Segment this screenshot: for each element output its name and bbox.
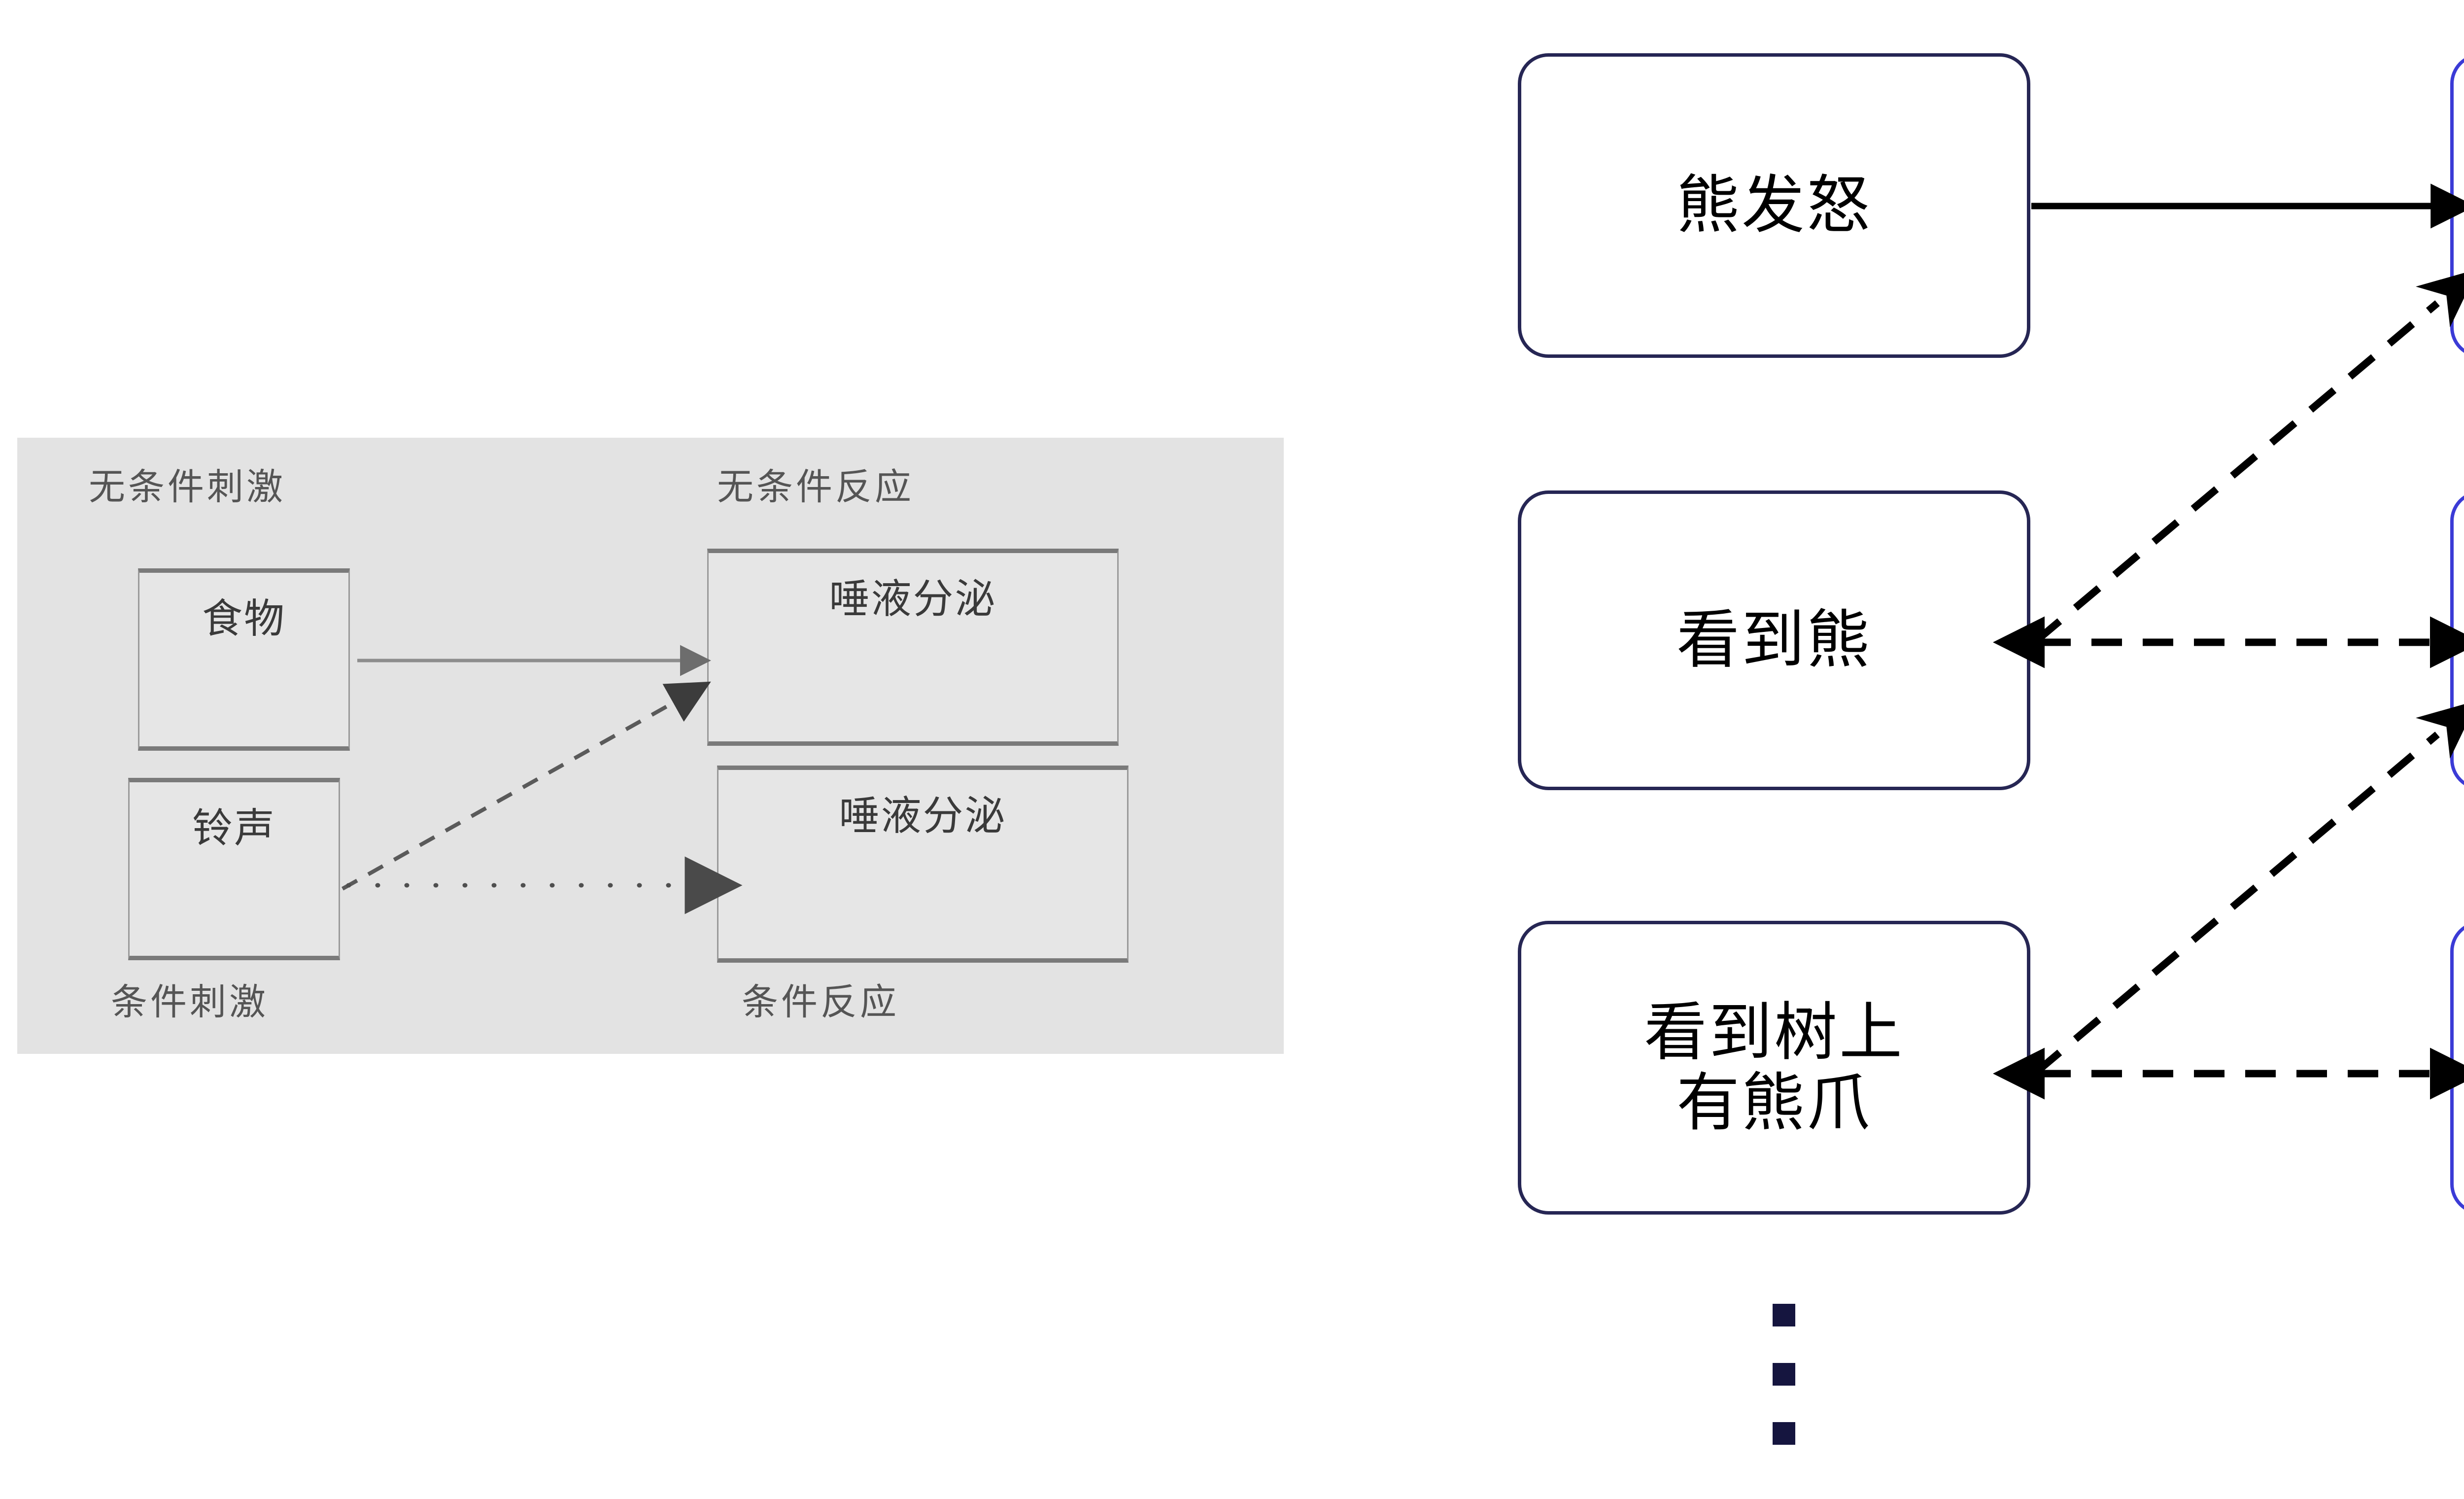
arrow-see-bear-to-reward (2034, 269, 2464, 644)
pavlov-box-salivation-unconditioned: 唾液分泌 (707, 549, 1119, 746)
pavlov-arrows-layer (342, 645, 743, 914)
arrow-see-bear-claw-to-value-s-prime (2034, 700, 2464, 1075)
pavlov-box-salivation-conditioned: 唾液分泌 (717, 766, 1129, 963)
pavlov-arrow-bell-to-salivation-unconditioned (342, 681, 711, 891)
ellipsis-dot-left-3 (1773, 1422, 1795, 1445)
label-conditioned-stimulus: 条件刺激 (111, 981, 269, 1023)
node-see-bear-claw-line2: 有熊爪 (1676, 1066, 1872, 1140)
node-see-bear[interactable]: 看到熊 (1518, 490, 2030, 790)
ellipsis-dot-left-2 (1773, 1363, 1795, 1386)
label-unconditioned-stimulus: 无条件刺激 (89, 466, 286, 508)
pavlov-box-bell: 铃声 (128, 778, 340, 960)
rl-value-diagram: 熊发怒 看到熊 看到树上 有熊爪 奖励 V(s′) V(s) (1429, 0, 2464, 1499)
pavlov-box-food: 食物 (138, 568, 350, 751)
ellipsis-dot-left-1 (1773, 1304, 1795, 1326)
pavlov-box-bell-label: 铃声 (192, 805, 276, 852)
node-bear-angry[interactable]: 熊发怒 (1518, 53, 2030, 358)
node-see-bear-claw-line1: 看到树上 (1643, 995, 1904, 1069)
pavlov-conditioning-panel: 无条件刺激 无条件反应 条件刺激 条件反应 食物 铃声 唾液分泌 唾液分泌 (17, 438, 1284, 1054)
node-bear-angry-label: 熊发怒 (1676, 169, 1872, 243)
label-conditioned-response: 条件反应 (742, 981, 899, 1023)
pavlov-box-salivation-unconditioned-label: 唾液分泌 (829, 576, 997, 623)
pavlov-box-salivation-conditioned-label: 唾液分泌 (839, 793, 1007, 839)
node-value-s-prime[interactable]: V(s′) (2450, 490, 2464, 790)
node-reward[interactable]: 奖励 (2450, 53, 2464, 358)
pavlov-box-food-label: 食物 (202, 595, 286, 642)
node-see-bear-claw[interactable]: 看到树上 有熊爪 (1518, 921, 2030, 1215)
node-see-bear-claw-label: 看到树上 有熊爪 (1644, 997, 1904, 1139)
label-unconditioned-response: 无条件反应 (717, 466, 914, 508)
node-see-bear-label: 看到熊 (1676, 603, 1872, 677)
node-value-s[interactable]: V(s) (2450, 921, 2464, 1215)
